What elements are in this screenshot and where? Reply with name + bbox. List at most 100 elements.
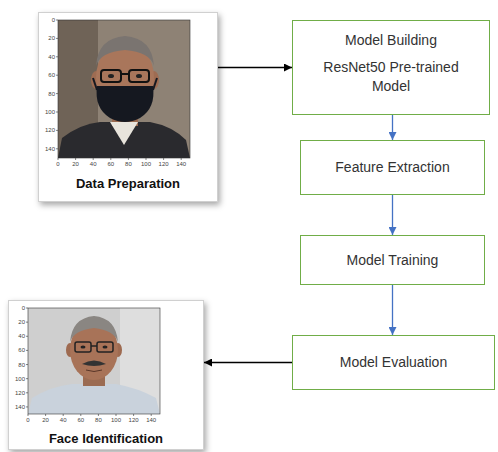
flow-arrow	[218, 67, 292, 68]
tick-mark	[133, 414, 134, 416]
axis-tick-label: 20	[42, 417, 49, 423]
axis-tick-label: 120	[129, 417, 139, 423]
tick-mark	[56, 130, 58, 131]
box-heading: Model Evaluation	[340, 353, 447, 372]
tick-mark	[56, 148, 58, 149]
flow-arrow	[392, 115, 393, 140]
tick-mark	[56, 56, 58, 57]
shirt-collar	[110, 122, 138, 145]
tick-mark	[56, 112, 58, 113]
mustache	[82, 361, 106, 367]
tick-mark	[26, 406, 28, 407]
flow-arrow	[392, 195, 393, 235]
axis-tick-label: 20	[18, 319, 25, 325]
photo-background	[28, 308, 160, 414]
box-text: ResNet50 Pre-trained Model	[313, 58, 469, 96]
axis-tick-label: 0	[22, 305, 25, 311]
eye	[108, 74, 114, 78]
axis-tick-label: 0	[26, 417, 29, 423]
tick-mark	[116, 414, 117, 416]
tick-mark	[56, 38, 58, 39]
axis-tick-label: 140	[146, 417, 156, 423]
axis-tick-label: 40	[48, 54, 55, 60]
plot-frame	[58, 20, 190, 158]
tick-mark	[98, 414, 99, 416]
masked-face-photo	[58, 20, 190, 158]
axis-tick-label: 60	[48, 72, 55, 78]
tick-mark	[26, 322, 28, 323]
glasses	[101, 70, 121, 82]
tick-mark	[93, 158, 94, 160]
box-heading: Model Training	[347, 251, 439, 270]
eye	[103, 345, 108, 348]
axis-tick-label: 0	[56, 161, 59, 167]
axis-tick-label: 80	[48, 91, 55, 97]
axis-tick-label: 40	[60, 417, 67, 423]
tick-mark	[75, 158, 76, 160]
tick-mark	[26, 336, 28, 337]
tick-mark	[26, 364, 28, 365]
face-mask	[97, 86, 154, 122]
axis-tick-label: 120	[159, 161, 169, 167]
axis-tick-label: 20	[72, 161, 79, 167]
glasses	[97, 342, 113, 352]
axis-tick-label: 80	[18, 362, 25, 368]
axis-tick-label: 60	[107, 161, 114, 167]
axis-ticks	[26, 20, 181, 416]
axis-tick-label: 60	[77, 417, 84, 423]
face-photo	[28, 308, 160, 414]
tick-mark	[28, 414, 29, 416]
axis-tick-label: 120	[15, 390, 25, 396]
suit	[58, 122, 190, 158]
process-box: Model BuildingResNet50 Pre-trained Model	[292, 20, 490, 115]
tick-mark	[128, 158, 129, 160]
axis-tick-label: 140	[176, 161, 186, 167]
tick-mark	[163, 158, 164, 160]
tick-mark	[26, 392, 28, 393]
eye	[136, 74, 142, 78]
hair	[96, 36, 154, 66]
tick-mark	[56, 93, 58, 94]
process-box: Feature Extraction	[300, 140, 485, 195]
axis-tick-label: 20	[48, 35, 55, 41]
tick-mark	[80, 414, 81, 416]
tick-mark	[110, 158, 111, 160]
tick-mark	[63, 414, 64, 416]
axis-tick-label: 100	[111, 417, 121, 423]
image-card: Face Identification	[8, 300, 204, 450]
axis-tick-label: 120	[45, 127, 55, 133]
hair	[70, 316, 118, 342]
axis-tick-label: 100	[15, 376, 25, 382]
flow-arrow	[204, 362, 292, 363]
shirt	[28, 384, 160, 414]
tick-mark	[26, 308, 28, 309]
tick-mark	[45, 414, 46, 416]
tick-mark	[56, 20, 58, 21]
tick-mark	[146, 158, 147, 160]
tick-mark	[26, 350, 28, 351]
glasses	[129, 70, 149, 82]
tick-mark	[56, 75, 58, 76]
eye	[81, 345, 86, 348]
plot-frame	[28, 308, 160, 414]
axis-tick-label: 40	[90, 161, 97, 167]
tick-mark	[26, 378, 28, 379]
process-box: Model Training	[300, 235, 485, 285]
axis-tick-label: 40	[18, 333, 25, 339]
glasses-bridge	[121, 73, 129, 75]
box-heading: Feature Extraction	[335, 158, 449, 177]
tick-mark	[58, 158, 59, 160]
tick-mark	[151, 414, 152, 416]
mask-strap	[93, 78, 97, 90]
process-box: Model Evaluation	[292, 335, 495, 390]
photo-background	[58, 20, 190, 158]
box-heading: Model Building	[345, 31, 437, 50]
axis-tick-label: 0	[52, 17, 55, 23]
axis-tick-label: 100	[141, 161, 151, 167]
axis-tick-label: 140	[45, 146, 55, 152]
image-card: Data Preparation	[38, 12, 218, 202]
axis-tick-label: 60	[18, 347, 25, 353]
image-caption: Face Identification	[49, 431, 163, 446]
mouth	[86, 370, 102, 372]
glasses	[75, 342, 91, 352]
